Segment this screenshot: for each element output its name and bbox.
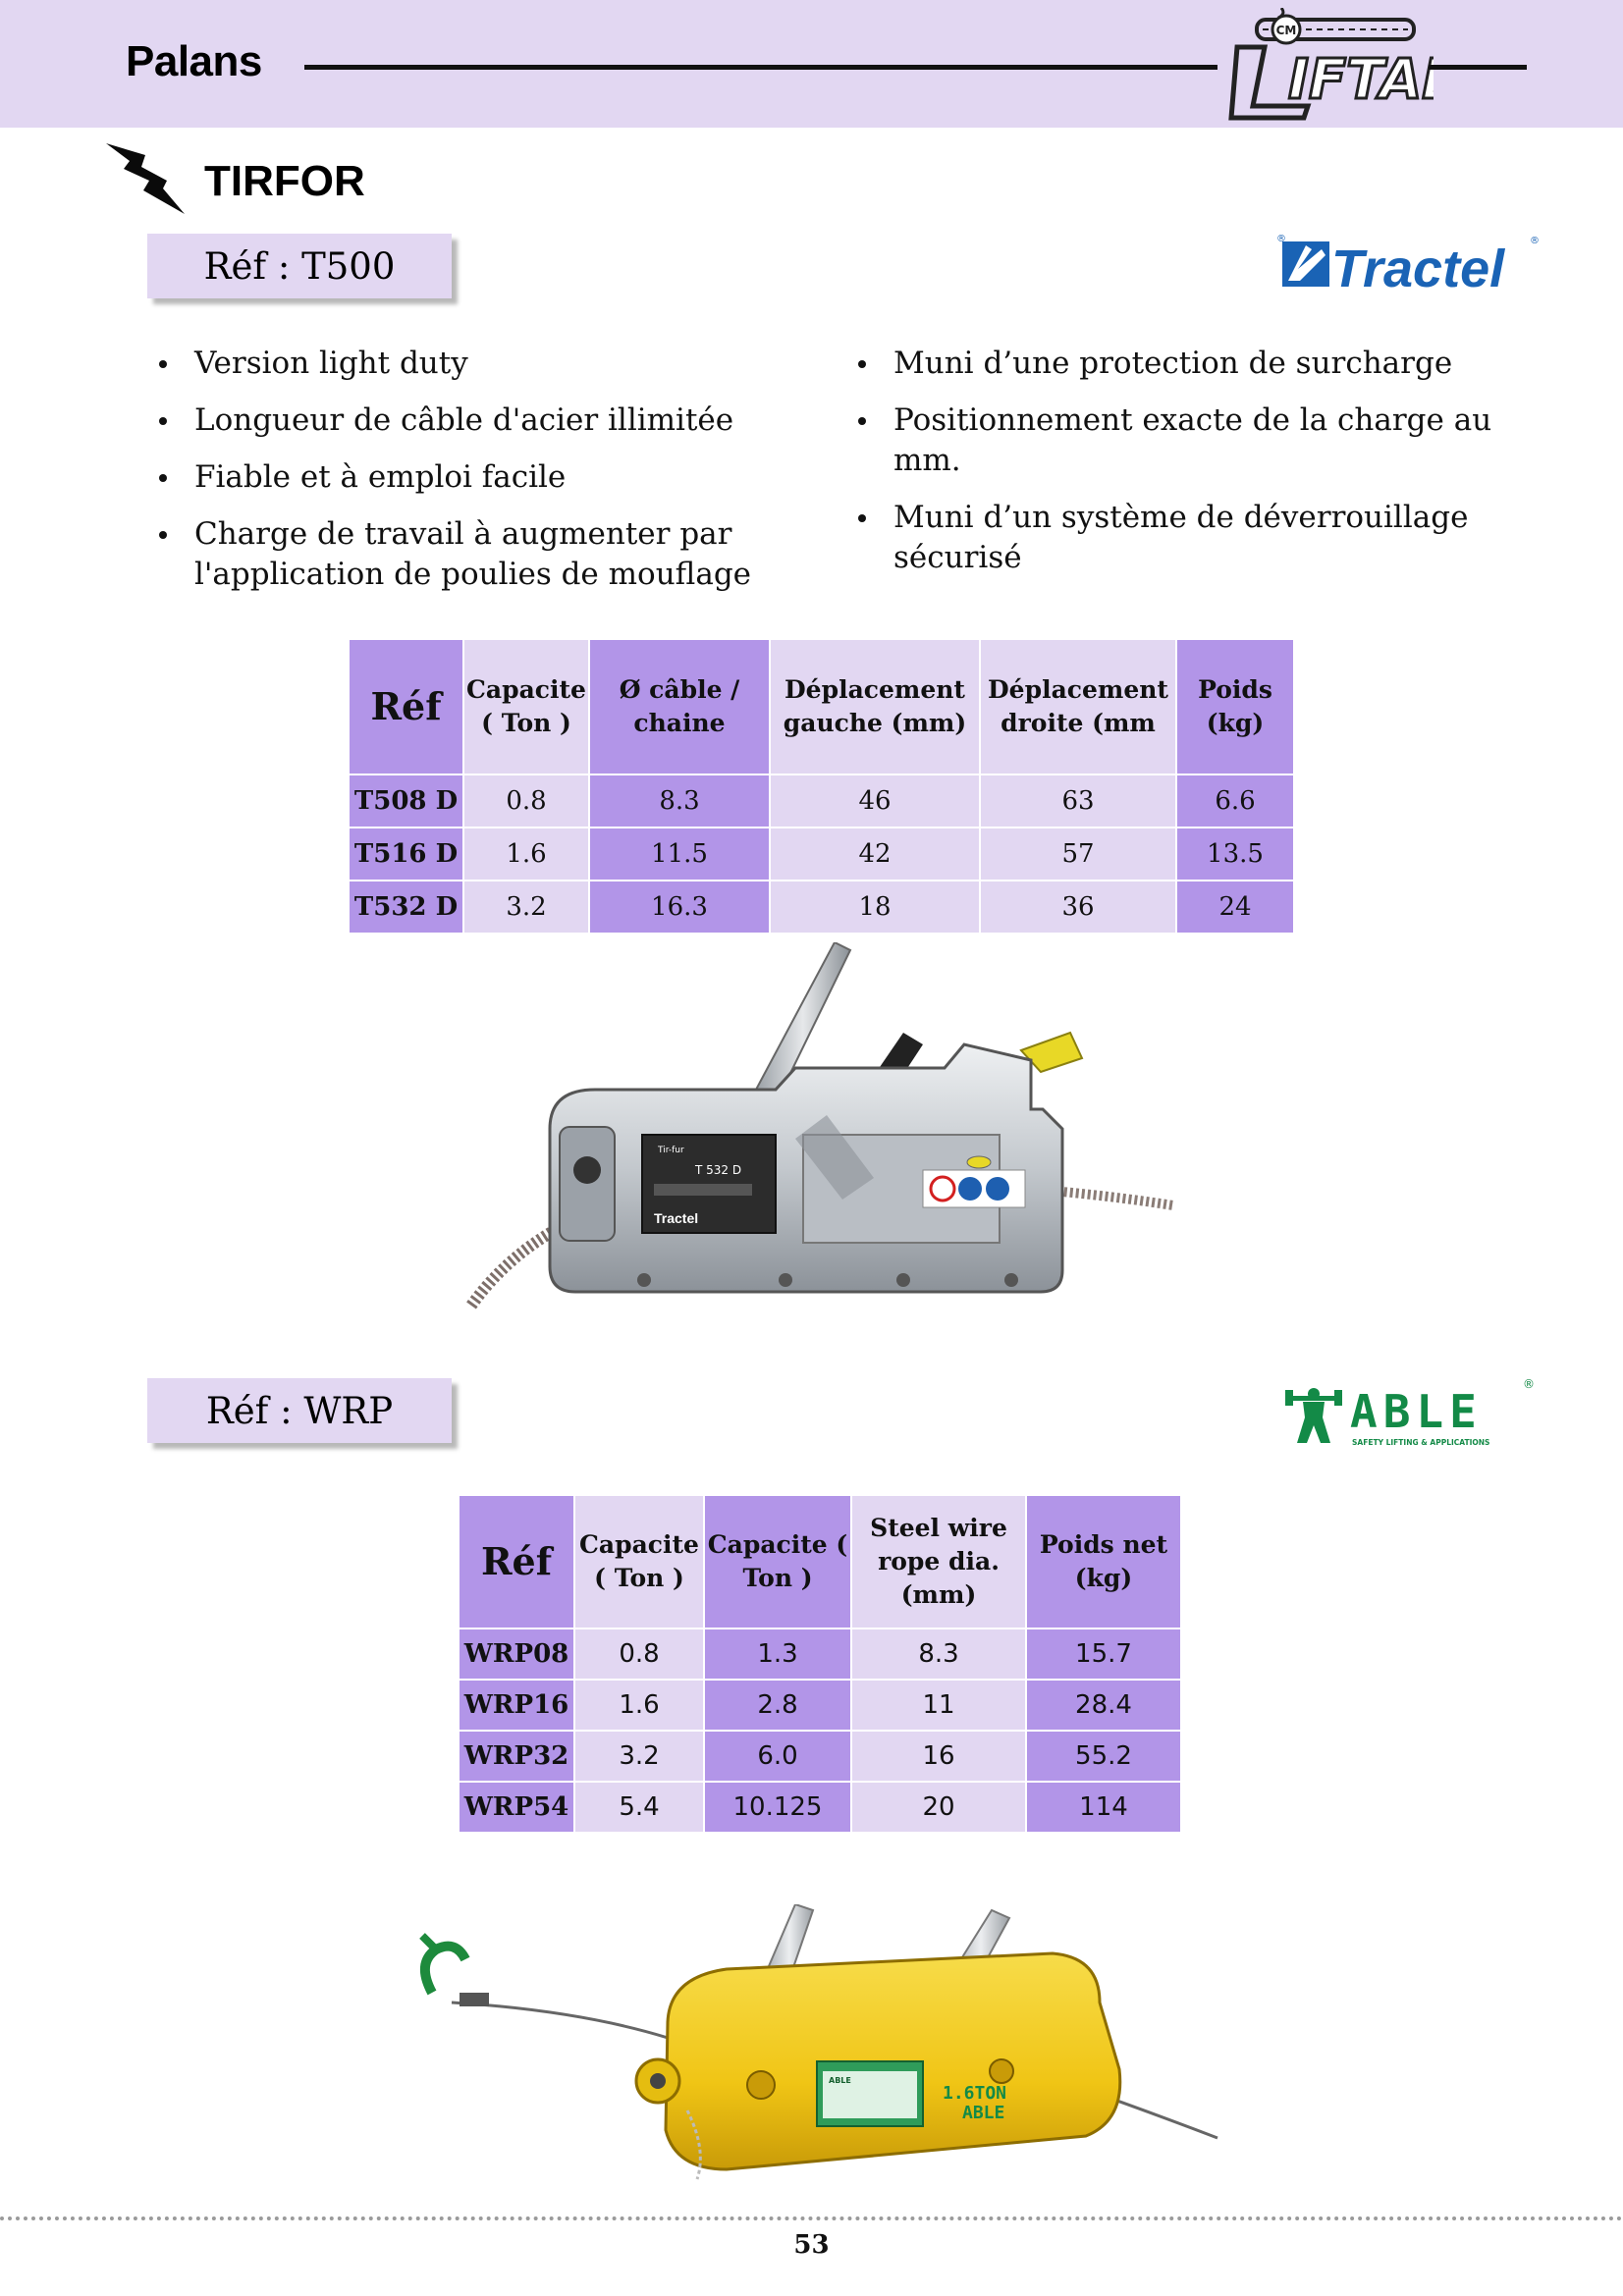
- feature-item: Fiable et à emploi facile: [157, 457, 766, 498]
- table-cell: 1.6: [462, 827, 590, 881]
- svg-text:®: ®: [1523, 1377, 1535, 1391]
- tirfor-plate-brand: Tir-fur: [657, 1146, 684, 1155]
- liftal-logo-badge: CM: [1276, 24, 1297, 37]
- wrp-side-brand: ABLE: [962, 2103, 1004, 2123]
- page-number: 53: [793, 2230, 830, 2260]
- table-cell: 6.0: [703, 1730, 852, 1783]
- wrp-side-capacity: 1.6TON: [943, 2083, 1006, 2104]
- able-logo: ABLE SAFETY LIFTING & APPLICATIONS ®: [1285, 1377, 1535, 1447]
- svg-text:®: ®: [1276, 234, 1286, 244]
- table-cell: WRP08: [458, 1628, 575, 1681]
- table-cell: 11.5: [588, 827, 771, 881]
- wrp-plate-brand: ABLE: [829, 2076, 851, 2085]
- table-cell: 16: [850, 1730, 1027, 1783]
- table-cell: 20: [850, 1781, 1027, 1834]
- column-header: Capacite ( Ton ): [573, 1494, 705, 1629]
- table-cell: 2.8: [703, 1679, 852, 1732]
- table-cell: 0.8: [462, 774, 590, 828]
- table-cell: 10.125: [703, 1781, 852, 1834]
- column-header: Capacite ( Ton ): [462, 638, 590, 775]
- table-cell: 57: [979, 827, 1177, 881]
- able-logo-text: ABLE: [1350, 1385, 1483, 1438]
- header-rule: [304, 65, 1217, 70]
- table-row: WRP54 5.4 10.125 20 114: [458, 1781, 1182, 1834]
- table-header-row: Réf Capacite ( Ton ) Capacite ( Ton ) St…: [458, 1494, 1182, 1629]
- tirfor-plate-model: T 532 D: [694, 1163, 741, 1177]
- column-header: Poids (kg): [1175, 638, 1295, 775]
- table-cell: 3.2: [573, 1730, 705, 1783]
- column-header: Réf: [458, 1494, 575, 1629]
- table-cell: 1.3: [703, 1628, 852, 1681]
- section-title: TIRFOR: [204, 157, 365, 205]
- table-cell: WRP32: [458, 1730, 575, 1783]
- feature-list-right: Muni d’une protection de surcharge Posit…: [856, 344, 1543, 595]
- liftal-logo-text: IFTAL: [1288, 48, 1434, 112]
- tractel-logo: Tractel ® ®: [1276, 234, 1540, 294]
- page-header-title: Palans: [126, 37, 262, 85]
- spec-table-t500: Réf Capacite ( Ton ) Ø câble / chaine Dé…: [348, 638, 1295, 934]
- table-row: T532 D 3.2 16.3 18 36 24: [348, 880, 1295, 934]
- feature-list-left: Version light duty Longueur de câble d'a…: [157, 344, 766, 612]
- table-cell: 36: [979, 880, 1177, 934]
- tirfor-plate-maker: Tractel: [654, 1210, 698, 1226]
- table-cell: T508 D: [348, 774, 464, 828]
- table-cell: 8.3: [850, 1628, 1027, 1681]
- table-cell: 46: [769, 774, 981, 828]
- svg-text:®: ®: [1530, 236, 1540, 246]
- table-cell: 0.8: [573, 1628, 705, 1681]
- table-cell: 3.2: [462, 880, 590, 934]
- liftal-logo: CM IFTAL: [1228, 8, 1434, 121]
- wrp-product-image: ABLE 1.6TON ABLE: [419, 1904, 1218, 2180]
- table-cell: T532 D: [348, 880, 464, 934]
- ref-label-t500: Réf : T500: [147, 234, 452, 298]
- table-cell: 8.3: [588, 774, 771, 828]
- ref-label-wrp: Réf : WRP: [147, 1378, 452, 1443]
- table-cell: WRP54: [458, 1781, 575, 1834]
- table-cell: 11: [850, 1679, 1027, 1732]
- table-header-row: Réf Capacite ( Ton ) Ø câble / chaine Dé…: [348, 638, 1295, 775]
- table-cell: 1.6: [573, 1679, 705, 1732]
- spec-table-wrp: Réf Capacite ( Ton ) Capacite ( Ton ) St…: [458, 1494, 1182, 1834]
- column-header: Steel wire rope dia. (mm): [850, 1494, 1027, 1629]
- table-row: WRP08 0.8 1.3 8.3 15.7: [458, 1628, 1182, 1681]
- table-cell: 42: [769, 827, 981, 881]
- table-cell: 24: [1175, 880, 1295, 934]
- table-cell: 28.4: [1025, 1679, 1182, 1732]
- table-row: WRP16 1.6 2.8 11 28.4: [458, 1679, 1182, 1732]
- column-header: Ø câble / chaine: [588, 638, 771, 775]
- column-header: Déplacement droite (mm: [979, 638, 1177, 775]
- table-row: T516 D 1.6 11.5 42 57 13.5: [348, 827, 1295, 881]
- table-cell: T516 D: [348, 827, 464, 881]
- tirfor-t500-product-image: Tir-fur T 532 D Tractel: [466, 942, 1174, 1309]
- table-row: WRP32 3.2 6.0 16 55.2: [458, 1730, 1182, 1783]
- table-cell: 18: [769, 880, 981, 934]
- table-cell: 6.6: [1175, 774, 1295, 828]
- table-cell: 15.7: [1025, 1628, 1182, 1681]
- column-header: Poids net (kg): [1025, 1494, 1182, 1629]
- feature-item: Muni d’une protection de surcharge: [856, 344, 1543, 384]
- column-header: Capacite ( Ton ): [703, 1494, 852, 1629]
- table-cell: 55.2: [1025, 1730, 1182, 1783]
- table-row: T508 D 0.8 8.3 46 63 6.6: [348, 774, 1295, 828]
- table-cell: 63: [979, 774, 1177, 828]
- table-cell: 5.4: [573, 1781, 705, 1834]
- column-header: Déplacement gauche (mm): [769, 638, 981, 775]
- header-rule-right: [1429, 65, 1527, 70]
- table-cell: 114: [1025, 1781, 1182, 1834]
- feature-item: Muni d’un système de déverrouillage sécu…: [856, 498, 1543, 578]
- feature-item: Version light duty: [157, 344, 766, 384]
- lightning-bolt-icon: [106, 143, 185, 214]
- table-cell: WRP16: [458, 1679, 575, 1732]
- feature-item: Positionnement exacte de la charge au mm…: [856, 400, 1543, 481]
- feature-item: Longueur de câble d'acier illimitée: [157, 400, 766, 441]
- table-cell: 16.3: [588, 880, 771, 934]
- tractel-logo-text: Tractel: [1331, 240, 1505, 294]
- feature-item: Charge de travail à augmenter par l'appl…: [157, 514, 766, 595]
- footer-divider: [0, 2216, 1623, 2220]
- column-header: Réf: [348, 638, 464, 775]
- able-logo-tagline: SAFETY LIFTING & APPLICATIONS: [1352, 1438, 1489, 1447]
- table-cell: 13.5: [1175, 827, 1295, 881]
